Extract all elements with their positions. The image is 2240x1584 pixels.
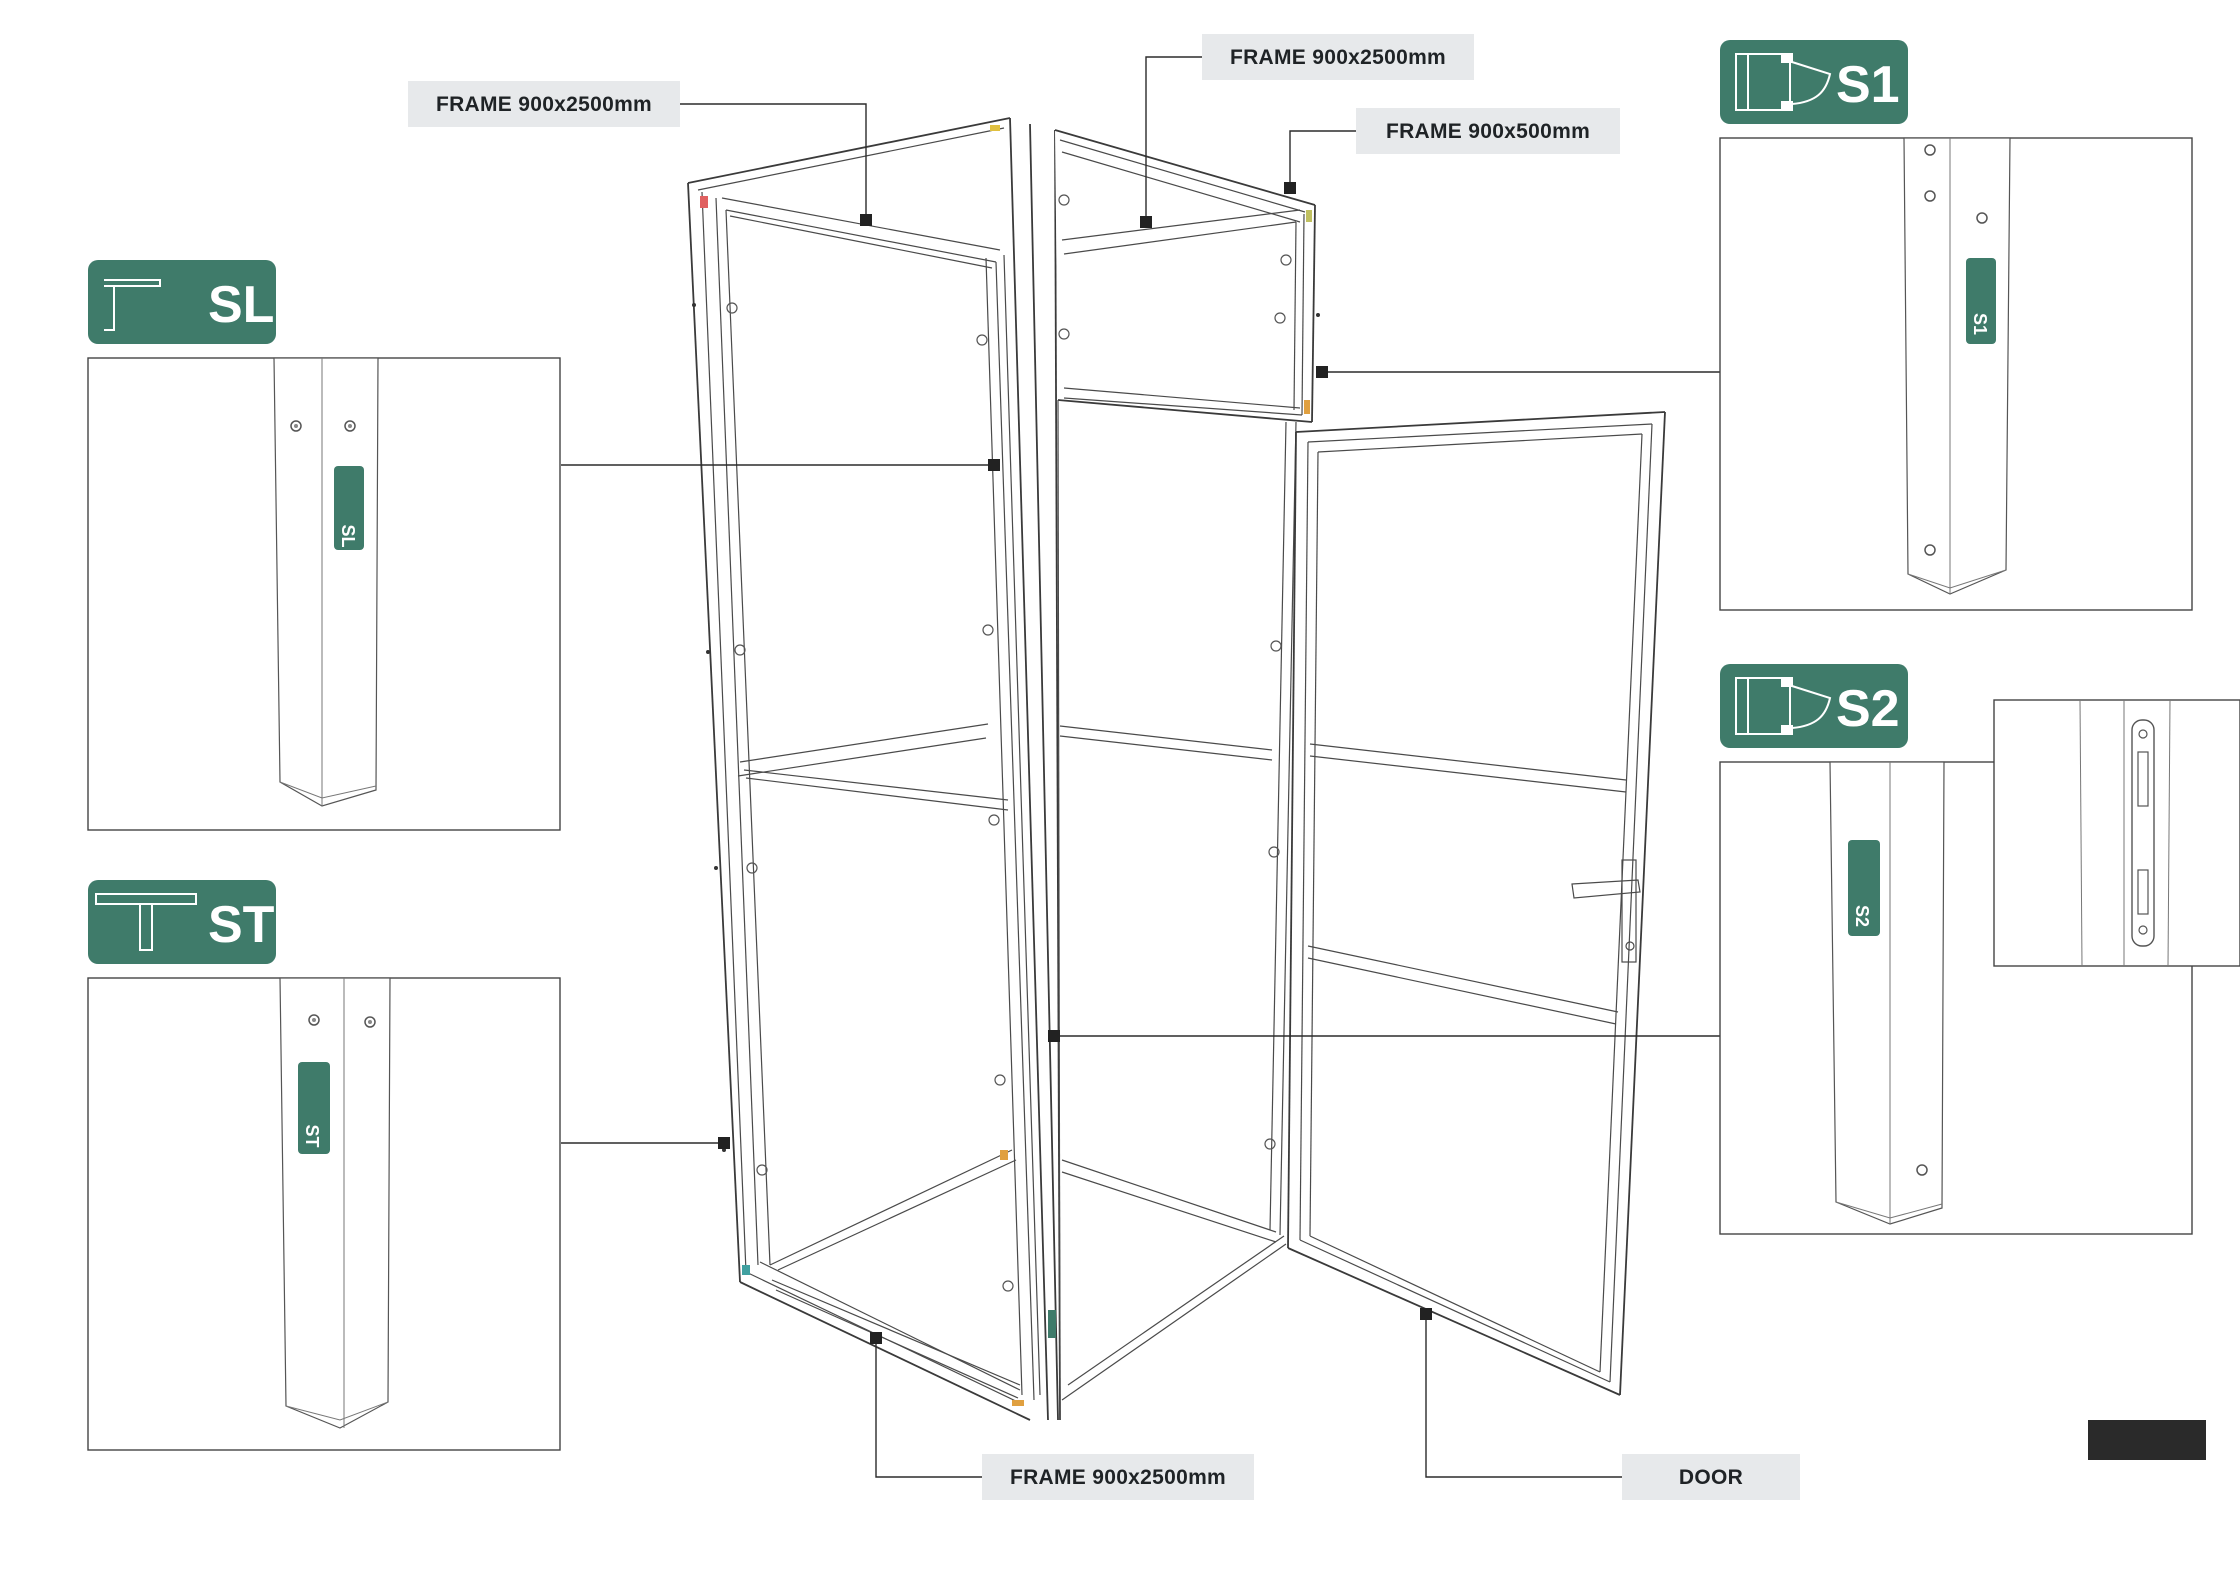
badge-s1-text: S1 bbox=[1836, 56, 1900, 114]
label-frame-top-right: FRAME 900x500mm bbox=[1356, 108, 1620, 154]
label-frame-center-top: FRAME 900x2500mm bbox=[1202, 34, 1474, 80]
label-door: DOOR bbox=[1622, 1454, 1800, 1500]
label-frame-bottom-text: FRAME 900x2500mm bbox=[1010, 1466, 1226, 1489]
profile-s2: S2 bbox=[1829, 761, 1945, 1225]
badge-s2 bbox=[1720, 664, 1908, 748]
badge-s2-text: S2 bbox=[1836, 680, 1900, 738]
badge-s1 bbox=[1720, 40, 1908, 124]
profile-s1: S1 bbox=[1903, 137, 2011, 595]
label-frame-left-top: FRAME 900x2500mm bbox=[408, 81, 680, 127]
lock-inset-box bbox=[1993, 699, 2240, 967]
corner-profile-icon bbox=[104, 279, 161, 331]
tag-s1 bbox=[1966, 258, 1996, 344]
left-frame-panel bbox=[687, 117, 1050, 1421]
leader-lines bbox=[561, 56, 1720, 1478]
profile-st: ST bbox=[279, 977, 391, 1429]
detail-sl: SL SL bbox=[87, 260, 561, 831]
tag-st bbox=[298, 1062, 330, 1154]
badge-st-text: ST bbox=[208, 896, 275, 954]
label-frame-center-top-text: FRAME 900x2500mm bbox=[1230, 46, 1446, 69]
tag-s2 bbox=[1848, 840, 1880, 936]
label-frame-top-right-text: FRAME 900x500mm bbox=[1386, 120, 1590, 143]
door bbox=[1287, 411, 1666, 1396]
door-profile-icon-s1 bbox=[1735, 53, 1832, 111]
tag-s1-text: S1 bbox=[1970, 313, 1990, 335]
profile-sl: SL bbox=[273, 357, 379, 807]
label-door-text: DOOR bbox=[1679, 1466, 1743, 1489]
door-profile-icon-s2 bbox=[1735, 677, 1832, 735]
page-tab-block bbox=[2088, 1420, 2206, 1460]
label-frame-left-top-text: FRAME 900x2500mm bbox=[436, 93, 652, 116]
tag-sl bbox=[334, 466, 364, 550]
detail-s2: S2 S2 bbox=[1719, 664, 2240, 1235]
tag-s2-text: S2 bbox=[1852, 905, 1872, 927]
right-lower-frame bbox=[1057, 399, 1297, 1421]
badge-st bbox=[88, 880, 276, 964]
badge-sl-text: SL bbox=[208, 276, 274, 334]
tag-st-text: ST bbox=[302, 1124, 322, 1147]
detail-s1: S1 S1 bbox=[1719, 40, 2193, 611]
main-assembly bbox=[687, 117, 1666, 1421]
t-profile-icon bbox=[95, 893, 197, 951]
hardware-details bbox=[726, 194, 1292, 1292]
label-frame-bottom: FRAME 900x2500mm bbox=[982, 1454, 1254, 1500]
detail-st: ST ST bbox=[87, 880, 561, 1451]
top-right-frame bbox=[1054, 129, 1316, 423]
tag-sl-text: SL bbox=[338, 524, 358, 547]
lock-inset bbox=[2079, 699, 2171, 967]
